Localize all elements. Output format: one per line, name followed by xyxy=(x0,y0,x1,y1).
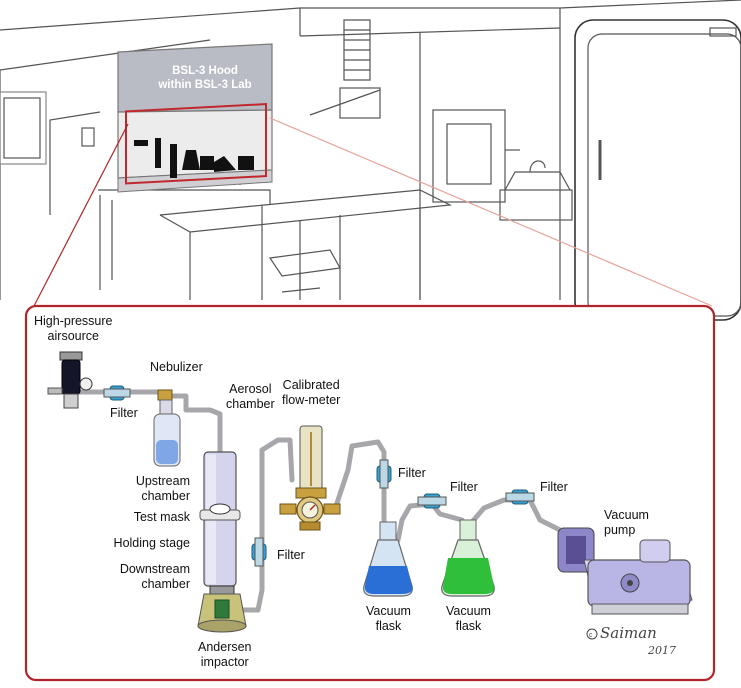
hood-title: BSL-3 Hood within BSL-3 Lab xyxy=(158,65,252,91)
hood-equipment-silhouette xyxy=(134,138,254,178)
label-vacuum-flask-2: Vacuum flask xyxy=(446,604,491,633)
artist-signature-year: 2017 xyxy=(648,644,676,657)
nebulizer xyxy=(153,389,181,467)
flow-meter xyxy=(279,425,341,531)
label-flow-meter: Calibrated flow-meter xyxy=(282,378,341,407)
label-air-source: High-pressure airsource xyxy=(34,314,113,343)
lab-room-drawing xyxy=(0,0,741,321)
test-mask-shape xyxy=(209,503,231,515)
detail-frame xyxy=(24,304,716,682)
filter-2 xyxy=(251,537,267,567)
filter-1 xyxy=(103,385,131,401)
copyright-icon xyxy=(586,628,598,640)
aerosol-chamber xyxy=(199,451,241,587)
label-vacuum-pump: Vacuum pump xyxy=(604,508,649,537)
vacuum-flask-green xyxy=(441,519,495,597)
air-source-regulator xyxy=(47,351,93,409)
label-filter-3: Filter xyxy=(398,466,426,480)
label-downstream-chamber: Downstream chamber xyxy=(119,562,190,591)
vacuum-flask-blue xyxy=(363,521,413,597)
vacuum-pump xyxy=(557,527,693,615)
label-nebulizer: Nebulizer xyxy=(150,360,203,374)
andersen-impactor xyxy=(197,585,247,633)
label-filter-5: Filter xyxy=(540,480,568,494)
svg-text:c: c xyxy=(589,632,593,639)
filter-3 xyxy=(376,459,392,489)
label-test-mask: Test mask xyxy=(133,510,190,524)
label-upstream-chamber: Upstream chamber xyxy=(135,474,190,503)
zoom-line-left xyxy=(33,123,129,307)
filter-5 xyxy=(505,489,535,505)
label-filter-2: Filter xyxy=(277,548,305,562)
label-holding-stage: Holding stage xyxy=(113,536,190,550)
artist-signature: Saiman xyxy=(600,624,657,642)
zoom-line-right xyxy=(269,117,713,307)
label-andersen-impactor: Andersen impactor xyxy=(198,640,252,669)
bsl3-hood xyxy=(117,43,273,193)
label-vacuum-flask-1: Vacuum flask xyxy=(366,604,411,633)
label-filter-4: Filter xyxy=(450,480,478,494)
label-aerosol-chamber: Aerosol chamber xyxy=(226,382,275,411)
label-filter-1: Filter xyxy=(110,406,138,420)
filter-4 xyxy=(417,493,447,509)
